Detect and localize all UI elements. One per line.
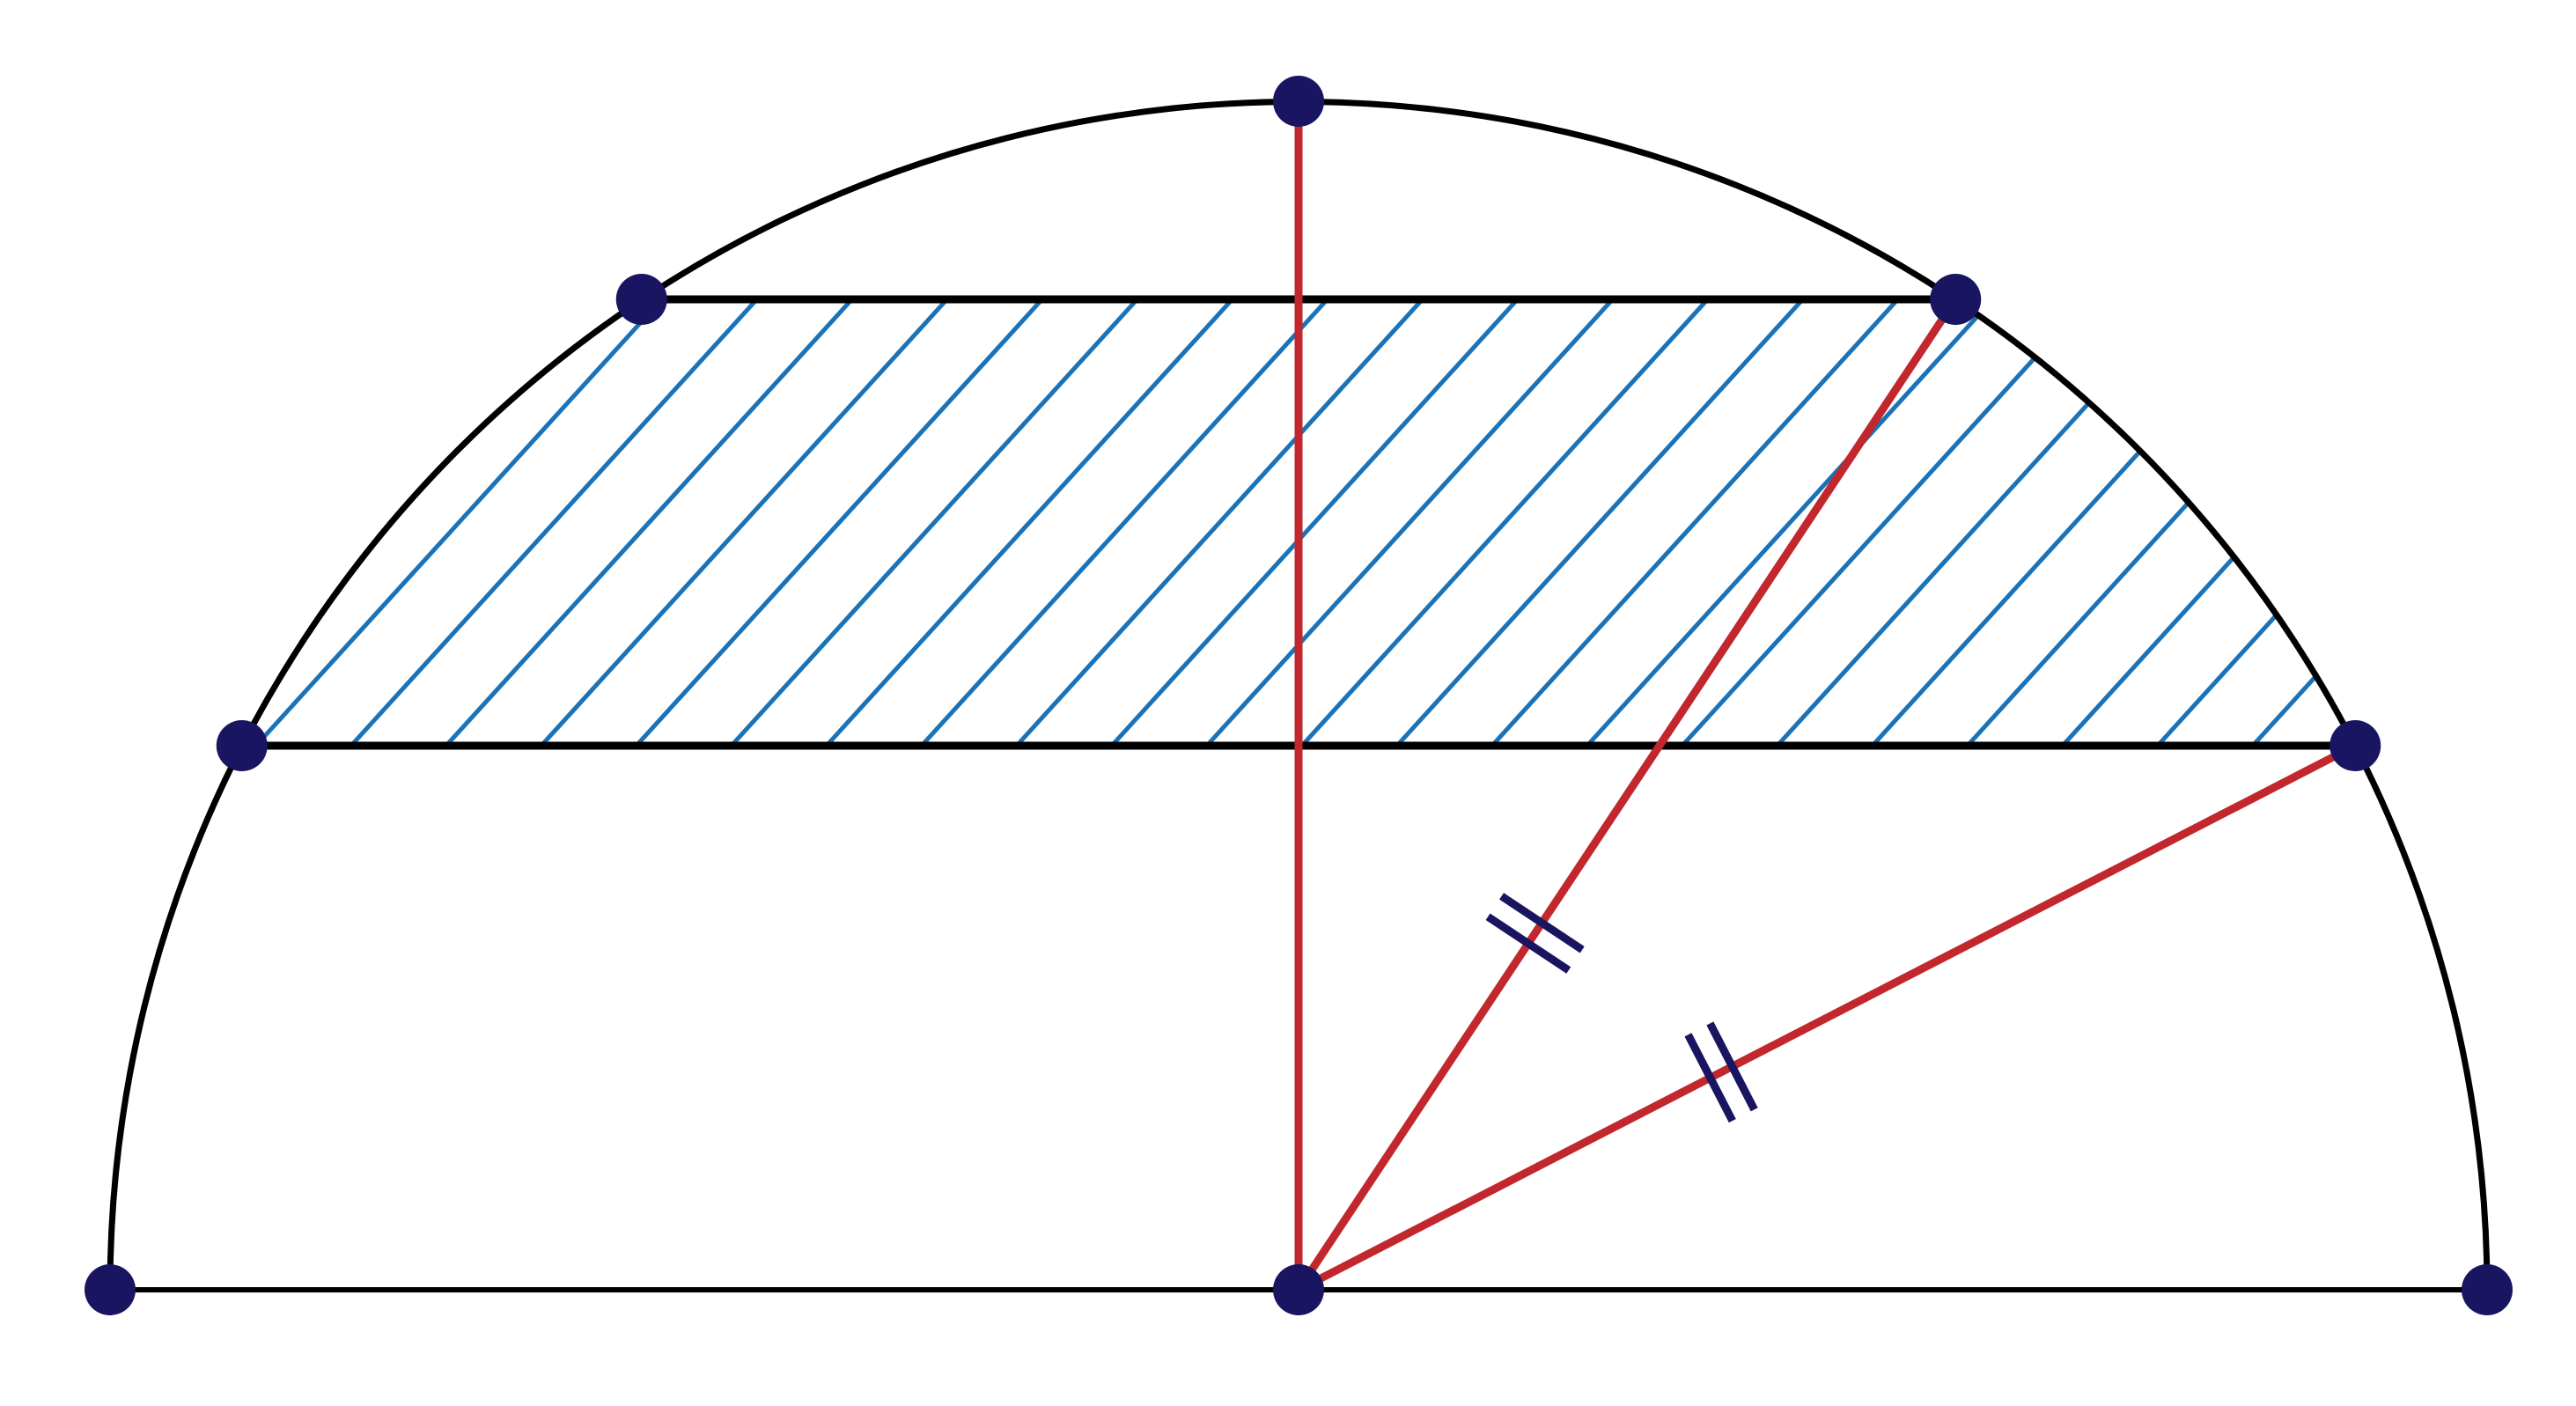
point-center	[1273, 1264, 1324, 1315]
hatch-line	[1585, 299, 1995, 746]
hatch-line	[1014, 299, 1424, 746]
hatch-line	[2250, 299, 2356, 746]
point-upper-chord-right	[1930, 274, 1982, 325]
point-arc-top	[1273, 76, 1324, 127]
points-layer	[85, 76, 2513, 1315]
point-diameter-left-end	[85, 1264, 136, 1315]
hatch-line	[254, 299, 664, 746]
hatch-line	[2060, 299, 2356, 746]
point-lower-chord-left	[216, 720, 268, 771]
hatched-band	[241, 299, 2576, 746]
hatch-line	[729, 299, 1139, 746]
hatch-line	[2345, 299, 2356, 746]
tick-mark	[1499, 893, 1585, 953]
hatch-line	[1299, 299, 1710, 746]
hatch-line	[349, 299, 759, 746]
hatch-line	[1395, 299, 1805, 746]
point-diameter-right-end	[2462, 1264, 2513, 1315]
hatch-line	[1204, 299, 1615, 746]
hatch-line	[1490, 299, 1900, 746]
tick-mark	[1485, 913, 1571, 974]
hatch-line	[919, 299, 1329, 746]
hatch-line	[1109, 299, 1520, 746]
point-upper-chord-left	[615, 274, 667, 325]
point-lower-chord-right	[2329, 720, 2381, 771]
radius-to-upper-chord-line	[1295, 297, 1959, 1292]
equal-length-tick-marks	[1485, 893, 1758, 1123]
hatch-line	[634, 299, 1044, 746]
hatch-line	[2155, 299, 2356, 746]
hatch-line	[824, 299, 1234, 746]
tick-mark	[1684, 1033, 1736, 1123]
radius-to-lower-chord-line	[1296, 741, 2358, 1294]
hatch-line	[539, 299, 949, 746]
hatch-line	[1680, 299, 2090, 746]
hatch-line	[2443, 299, 2576, 746]
tick-mark	[1706, 1021, 1758, 1112]
hatch-line	[444, 299, 854, 746]
